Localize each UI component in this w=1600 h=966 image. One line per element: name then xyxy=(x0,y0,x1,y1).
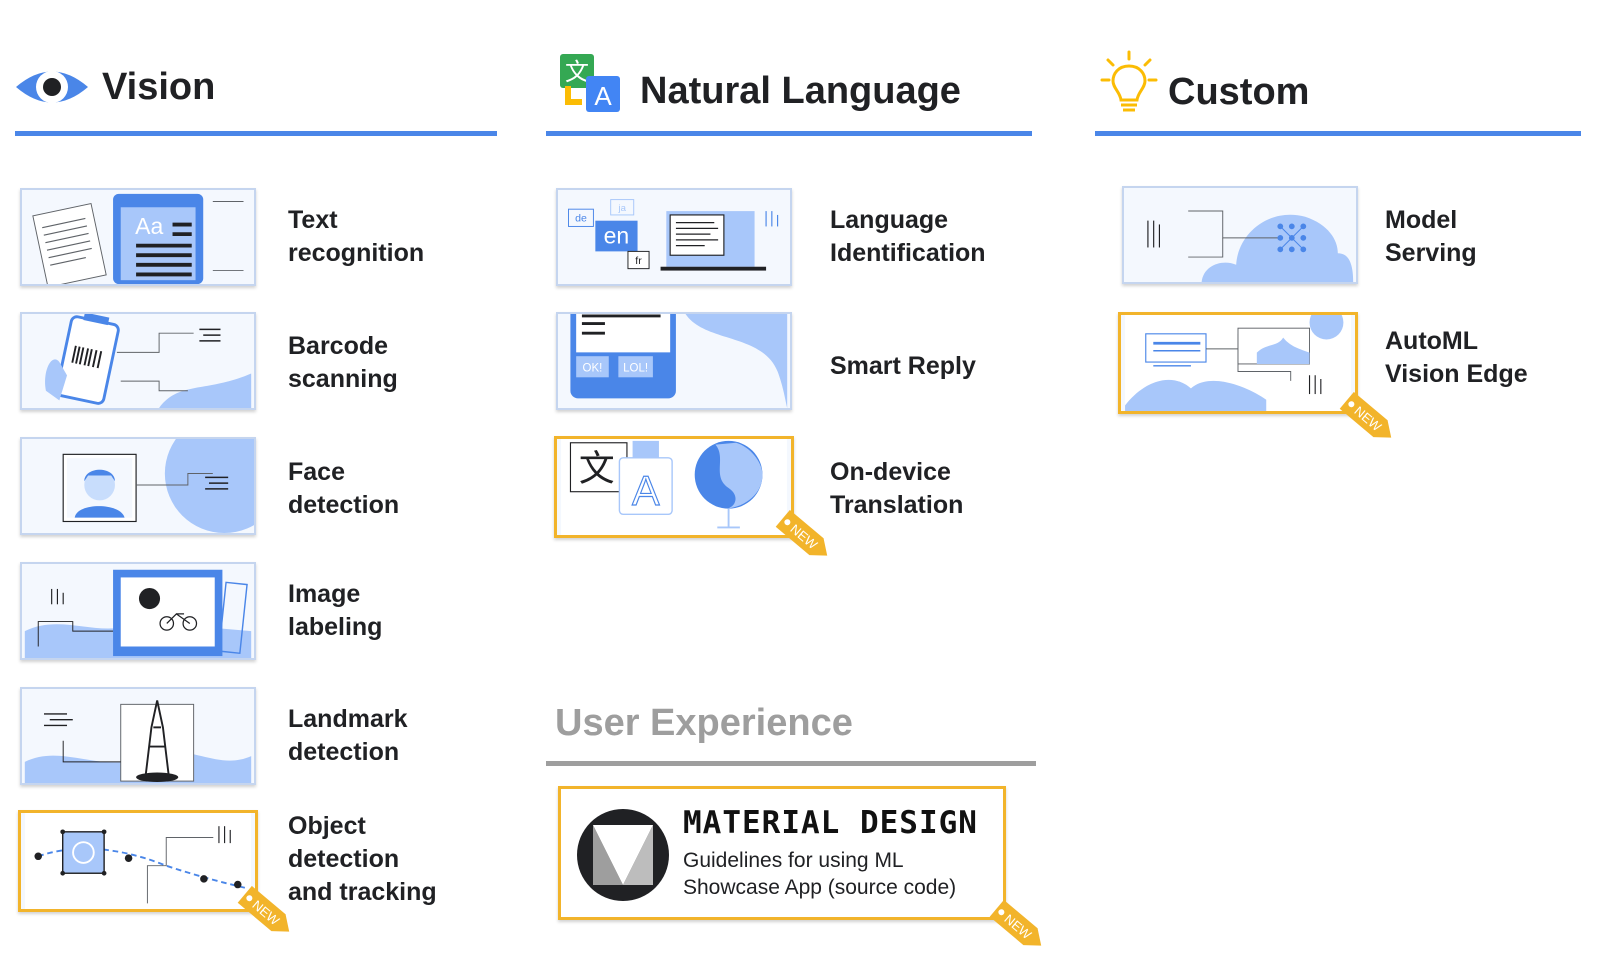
landmark-detection-card[interactable] xyxy=(20,687,256,785)
image-labeling-illustration xyxy=(24,564,252,658)
custom-rule xyxy=(1095,131,1581,136)
natural-language-rule xyxy=(546,131,1032,136)
new-tag-automl: NEW xyxy=(1334,391,1404,446)
automl-illustration xyxy=(1125,315,1351,411)
face-detection-label: Face detection xyxy=(288,458,400,519)
natural-language-header: 文 A Natural Language xyxy=(558,52,961,114)
text-recognition-label: Text recognition xyxy=(288,206,425,267)
object-detection-label: Object detection and tracking xyxy=(288,812,437,906)
natural-language-title: Natural Language xyxy=(640,69,961,112)
image-labeling-label: Image labeling xyxy=(288,580,383,641)
translation-illustration: 文 A xyxy=(561,439,787,535)
eye-icon xyxy=(16,71,88,103)
reply-ok-text: OK! xyxy=(583,363,603,375)
smart-reply-card[interactable]: OK! LOL! xyxy=(556,312,792,410)
material-design-card[interactable]: MATERIAL DESIGN Guidelines for using ML … xyxy=(558,786,1006,920)
svg-text:Aa: Aa xyxy=(135,213,163,239)
language-id-illustration: de ja en fr xyxy=(560,190,788,284)
new-tag-translation: NEW xyxy=(770,509,840,564)
vision-title: Vision xyxy=(102,65,216,108)
translate-icon: 文 A xyxy=(560,54,620,112)
face-detection-illustration xyxy=(24,439,254,533)
automl-vision-edge-label: AutoML Vision Edge xyxy=(1385,327,1528,388)
language-identification-card[interactable]: de ja en fr xyxy=(556,188,792,286)
object-detection-illustration xyxy=(25,813,251,909)
object-detection-card[interactable] xyxy=(18,810,258,912)
barcode-scanning-illustration xyxy=(24,314,252,408)
material-design-subtitle[interactable]: Guidelines for using ML Showcase App (so… xyxy=(683,849,957,899)
lightbulb-icon xyxy=(1100,50,1158,112)
new-tag-object-detection: NEW xyxy=(232,885,302,940)
reply-lol-text: LOL! xyxy=(623,363,648,375)
material-design-logo-icon xyxy=(577,809,669,901)
lang-ja-text: ja xyxy=(617,203,626,214)
language-identification-label: Language Identification xyxy=(830,206,986,267)
smart-reply-label: Smart Reply xyxy=(830,352,976,380)
custom-header: Custom xyxy=(1100,50,1309,116)
model-serving-label: Model Serving xyxy=(1385,206,1477,267)
svg-text:A: A xyxy=(594,81,612,111)
text-recognition-illustration: Aa xyxy=(24,190,252,284)
model-serving-card[interactable] xyxy=(1122,186,1358,284)
user-experience-rule xyxy=(546,761,1036,766)
text-recognition-card[interactable]: Aa xyxy=(20,188,256,286)
on-device-translation-card[interactable]: 文 A xyxy=(554,436,794,538)
material-design-title: MATERIAL DESIGN xyxy=(683,805,978,841)
translation-zh-text: 文 xyxy=(579,448,615,489)
lang-de-text: de xyxy=(575,213,587,225)
landmark-detection-label: Landmark detection xyxy=(288,705,408,766)
landmark-detection-illustration xyxy=(24,689,252,783)
user-experience-title: User Experience xyxy=(555,702,853,744)
lang-en-text: en xyxy=(604,223,630,249)
new-tag-material-design: NEW xyxy=(984,899,1054,954)
smart-reply-illustration: OK! LOL! xyxy=(560,314,788,408)
barcode-scanning-card[interactable] xyxy=(20,312,256,410)
custom-title: Custom xyxy=(1168,70,1310,113)
lang-fr-text: fr xyxy=(635,255,642,267)
svg-text:文: 文 xyxy=(565,58,589,86)
vision-rule xyxy=(15,131,497,136)
barcode-scanning-label: Barcode scanning xyxy=(288,332,398,393)
translation-a-text: A xyxy=(632,468,660,514)
model-serving-illustration xyxy=(1126,188,1354,282)
image-labeling-card[interactable] xyxy=(20,562,256,660)
vision-header: Vision xyxy=(14,62,215,112)
face-detection-card[interactable] xyxy=(20,437,256,535)
automl-vision-edge-card[interactable] xyxy=(1118,312,1358,414)
on-device-translation-label: On-device Translation xyxy=(830,458,964,519)
